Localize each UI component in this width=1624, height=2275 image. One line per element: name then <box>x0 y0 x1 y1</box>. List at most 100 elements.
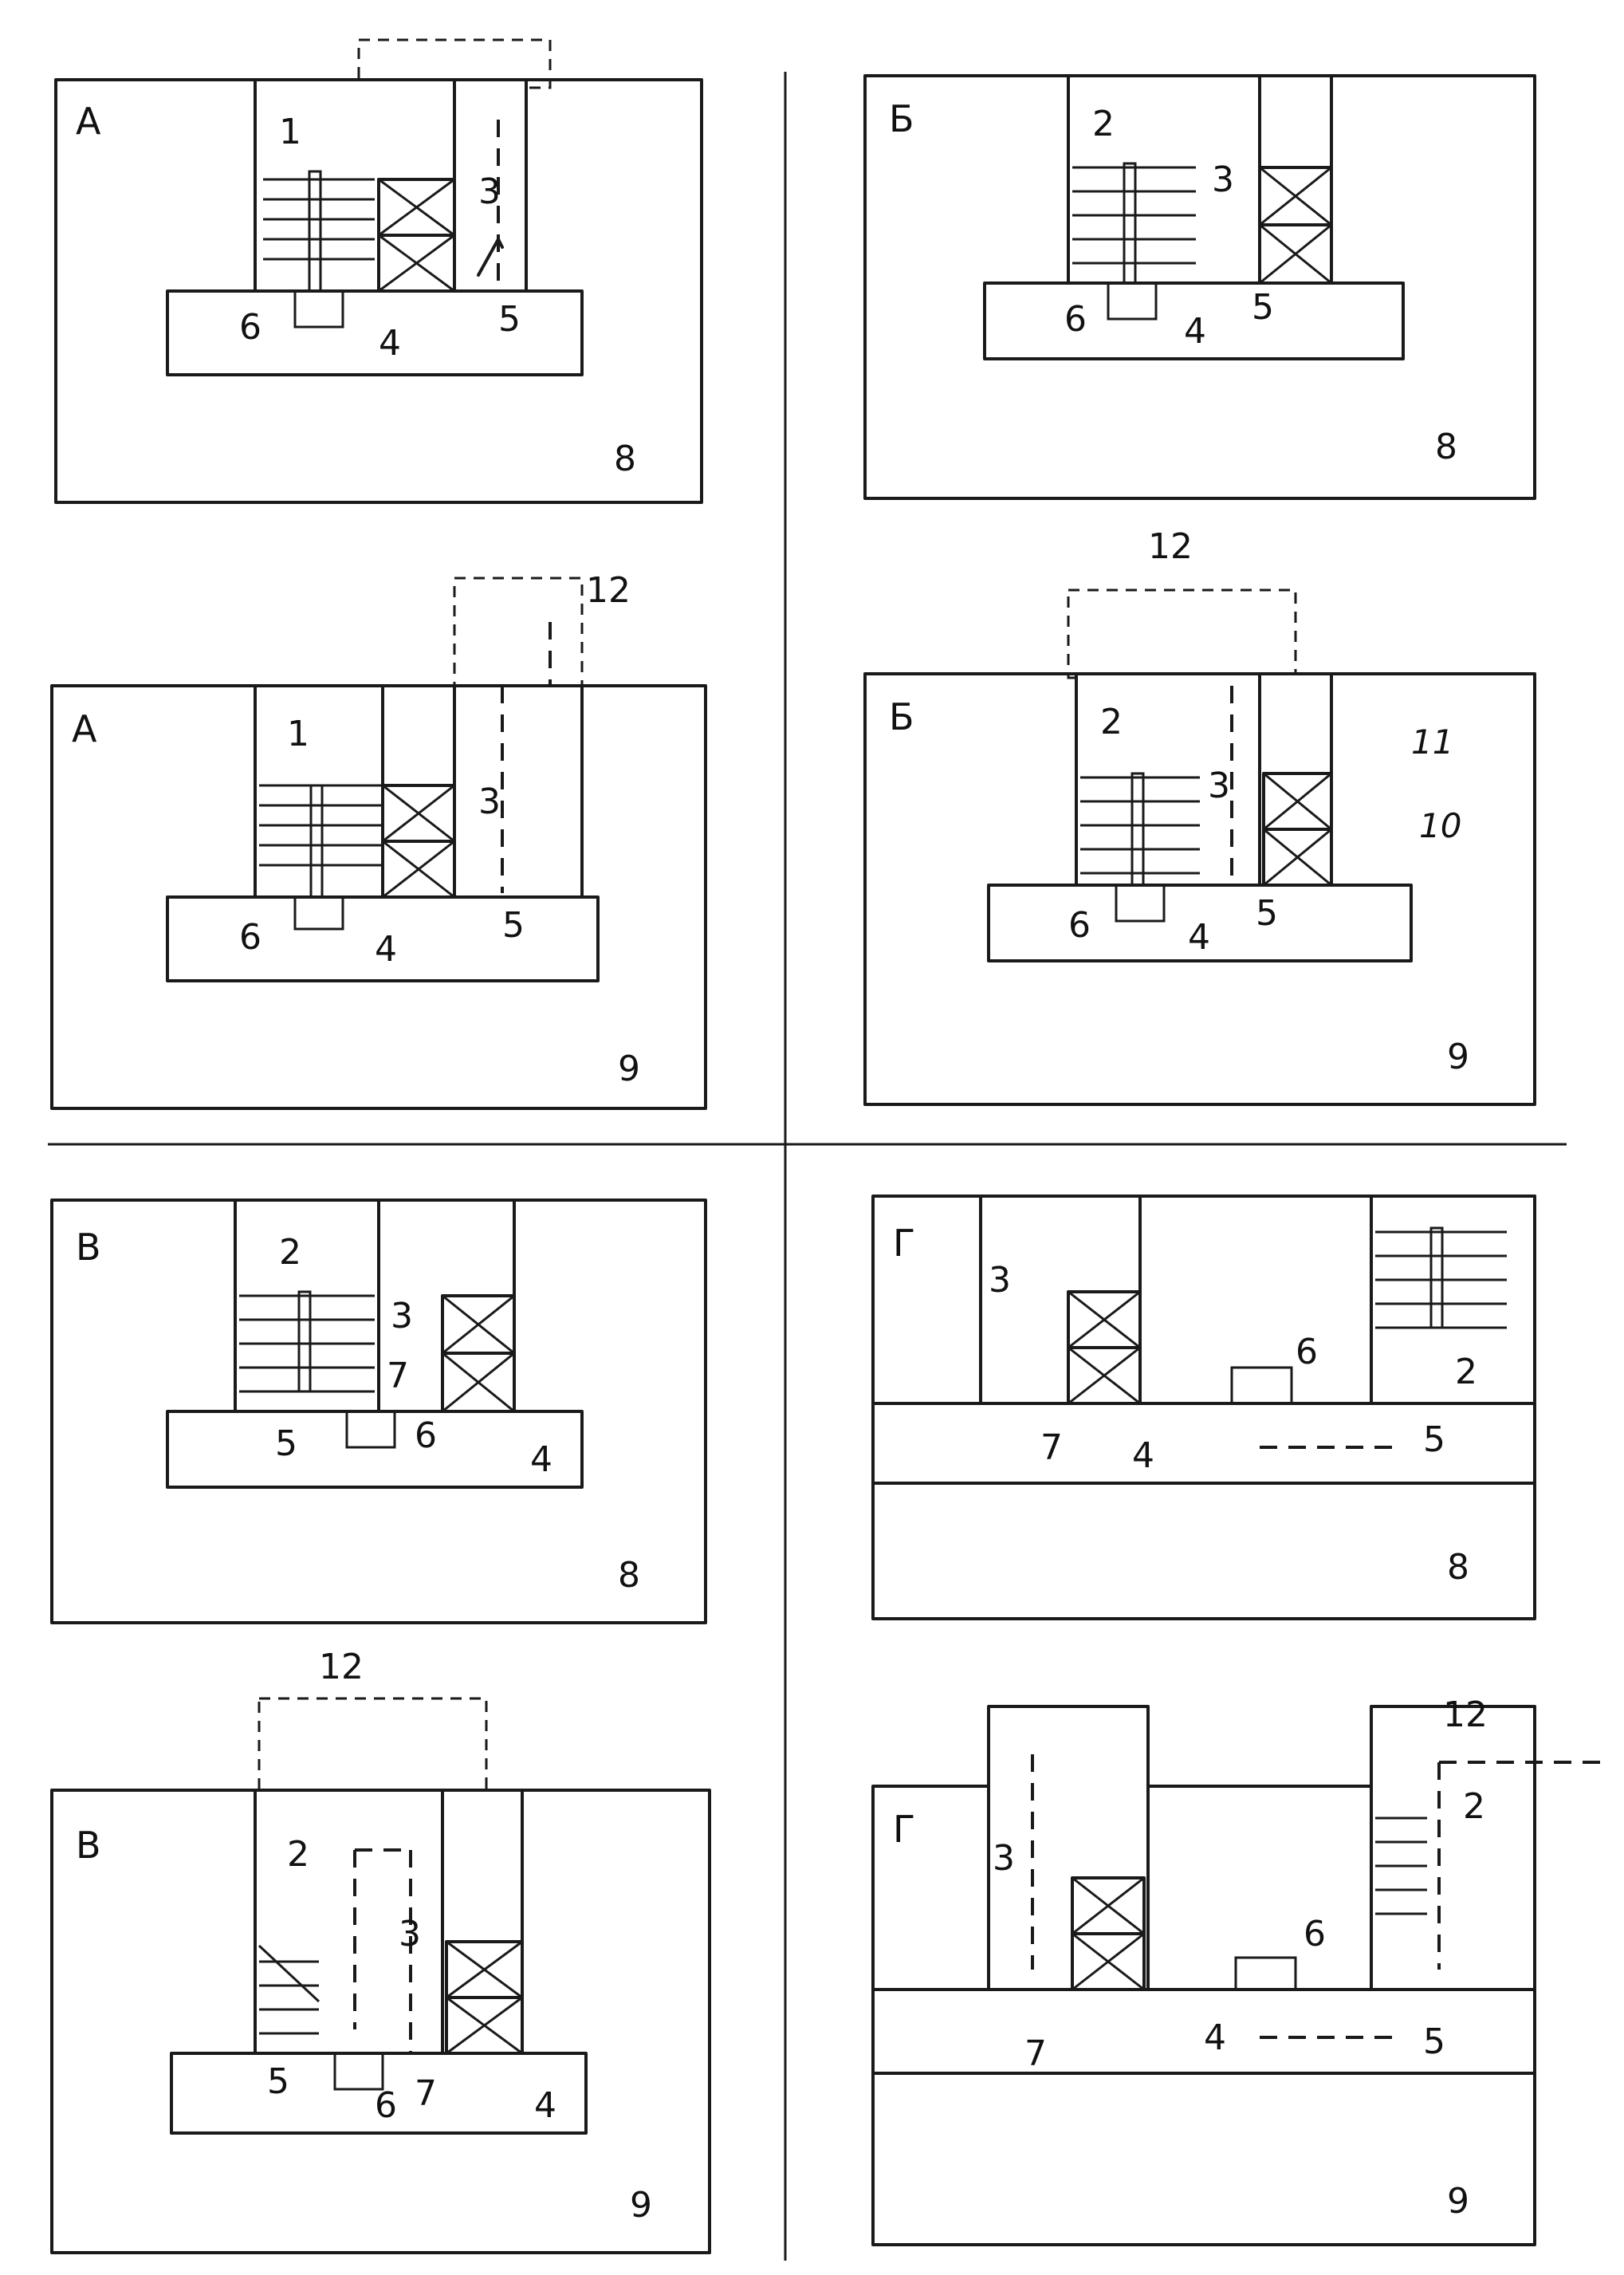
room-6 <box>1230 1366 1293 1405</box>
label-5: 5 <box>1252 287 1274 328</box>
label-6: 6 <box>239 917 261 958</box>
roof-exit <box>453 577 584 691</box>
room-6 <box>293 289 344 329</box>
room-6 <box>1115 884 1166 923</box>
label-4: 4 <box>530 1439 552 1480</box>
panel-v-top: В 2 3 4 5 6 7 8 <box>50 1199 707 1624</box>
site-number: 9 <box>1447 2181 1469 2222</box>
label-12: 12 <box>1148 526 1193 567</box>
label-7: 7 <box>1024 2033 1047 2074</box>
building-block-left <box>987 1705 1150 1991</box>
label-2: 2 <box>287 1834 309 1875</box>
label-5: 5 <box>267 2061 289 2102</box>
building-block-right <box>1370 1705 1536 1991</box>
label-2: 2 <box>1100 702 1123 742</box>
building-block <box>234 1199 516 1413</box>
label-5: 5 <box>1256 893 1278 934</box>
label-4: 4 <box>379 323 401 364</box>
label-12: 12 <box>1443 1694 1488 1735</box>
panel-a-top: А 1 3 4 5 6 8 <box>54 38 703 504</box>
panel-b-bottom: Б 2 3 4 5 6 10 11 12 9 <box>863 526 1536 1106</box>
building-block <box>254 78 528 293</box>
label-3: 3 <box>399 1914 421 1954</box>
site-number: 9 <box>1447 1037 1469 1077</box>
stair-treads <box>1375 1816 1427 1915</box>
corridor <box>166 1410 584 1489</box>
panel-g-top: Г 2 3 4 5 6 7 8 <box>871 1195 1536 1620</box>
elevator-shafts <box>1071 1876 1146 1991</box>
room-6 <box>333 2052 384 2091</box>
label-4: 4 <box>534 2085 556 2126</box>
label-3: 3 <box>993 1838 1015 1879</box>
corridor <box>987 884 1413 962</box>
label-7: 7 <box>1040 1427 1063 1468</box>
stair-treads <box>258 1944 320 2035</box>
stair-treads <box>1375 1226 1507 1329</box>
stair-treads <box>239 1290 375 1393</box>
room-6 <box>1107 281 1158 321</box>
room-6 <box>345 1410 396 1449</box>
label-11: 11 <box>1411 722 1453 762</box>
label-2: 2 <box>1092 104 1115 144</box>
panel-letter: А <box>76 100 101 143</box>
roof-exit <box>1067 588 1297 679</box>
site-number: 8 <box>618 1555 640 1596</box>
building-block <box>254 684 584 899</box>
label-1: 1 <box>279 112 301 152</box>
elevator-shafts <box>1067 1290 1142 1405</box>
label-2: 2 <box>1455 1352 1477 1392</box>
room-6 <box>1234 1956 1297 1991</box>
room-6 <box>293 895 344 931</box>
panel-v-bottom: В 2 3 4 5 6 7 12 9 <box>50 1647 711 2254</box>
panel-a-bottom: А 1 3 4 5 6 12 9 <box>50 570 707 1110</box>
label-4: 4 <box>375 929 397 970</box>
label-3: 3 <box>1208 766 1230 806</box>
label-3: 3 <box>478 781 501 822</box>
label-3: 3 <box>989 1260 1011 1301</box>
panel-letter: Б <box>889 97 914 140</box>
label-6: 6 <box>375 2085 397 2126</box>
site-number: 8 <box>1435 427 1457 467</box>
label-5: 5 <box>498 299 521 340</box>
label-3: 3 <box>1212 159 1234 200</box>
corridor <box>166 895 600 982</box>
site-number: 8 <box>1447 1547 1469 1588</box>
label-3: 3 <box>391 1296 413 1336</box>
label-6: 6 <box>1296 1332 1318 1372</box>
panel-letter: В <box>76 1824 101 1867</box>
panel-letter: Г <box>893 1808 915 1851</box>
stair-treads <box>263 170 375 293</box>
label-6: 6 <box>1068 905 1091 946</box>
building-block <box>254 1789 524 2055</box>
label-4: 4 <box>1184 311 1206 352</box>
label-12: 12 <box>586 570 631 611</box>
panel-letter: А <box>72 707 97 750</box>
panel-b-top: Б 2 3 4 5 6 8 <box>863 74 1536 500</box>
site-number: 9 <box>630 2185 652 2226</box>
corridor <box>166 289 584 376</box>
label-7: 7 <box>387 1356 409 1396</box>
label-6: 6 <box>239 307 261 348</box>
corridor <box>983 281 1405 360</box>
label-7: 7 <box>415 2073 437 2114</box>
elevator-shafts <box>445 1940 524 2055</box>
label-6: 6 <box>1304 1914 1326 1954</box>
label-6: 6 <box>415 1415 437 1456</box>
label-2: 2 <box>1463 1786 1485 1827</box>
label-6: 6 <box>1064 299 1087 340</box>
label-5: 5 <box>275 1423 297 1464</box>
label-5: 5 <box>1423 2021 1445 2062</box>
label-12: 12 <box>319 1647 364 1687</box>
label-4: 4 <box>1132 1435 1154 1476</box>
label-1: 1 <box>287 714 309 754</box>
roof-exit <box>258 1697 488 1796</box>
site-number: 9 <box>618 1049 640 1089</box>
label-4: 4 <box>1204 2017 1226 2058</box>
site-number: 8 <box>614 439 636 479</box>
panel-g-bottom: Г 2 3 4 5 6 7 12 9 <box>871 1694 1602 2246</box>
label-5: 5 <box>502 905 525 946</box>
label-10: 10 <box>1419 806 1461 845</box>
label-2: 2 <box>279 1232 301 1273</box>
elevator-shafts <box>441 1294 516 1413</box>
